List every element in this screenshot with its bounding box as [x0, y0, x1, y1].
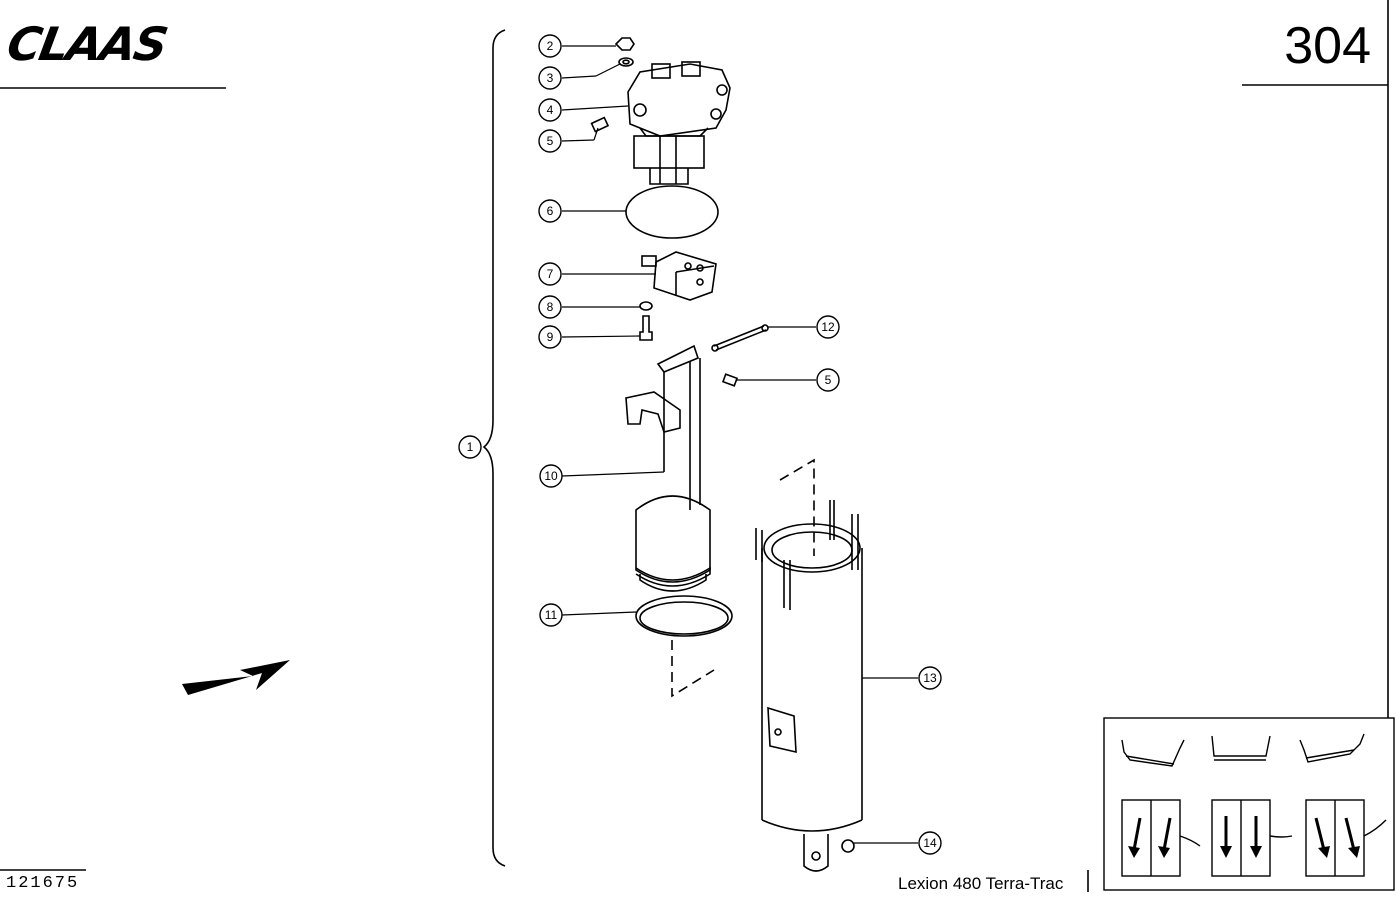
header-selection-box [1103, 717, 1395, 891]
o-ring-medium [635, 595, 733, 637]
bolt-icon [639, 315, 653, 341]
arrow-panel-icon-2 [1211, 799, 1293, 877]
callout-14: 14 [923, 836, 937, 850]
callout-5: 5 [547, 134, 554, 148]
header-shape-icon-1 [1121, 739, 1185, 767]
callout-8: 8 [547, 300, 554, 314]
callout-12: 12 [821, 320, 835, 334]
set-screw-icon [590, 116, 610, 133]
header-shape-icon-2 [1211, 735, 1271, 761]
drawing-id: 121675 [6, 874, 80, 893]
nut-icon [614, 37, 635, 51]
set-screw-icon-2 [721, 373, 739, 387]
arrow-panel-icon-1 [1121, 799, 1201, 877]
assembly-brace [482, 29, 506, 867]
centerline-lower [671, 640, 715, 698]
valve-block [641, 251, 717, 301]
filter-housing [755, 500, 863, 872]
callout-6: 6 [547, 204, 554, 218]
washer-small-icon [639, 301, 653, 311]
callout-3: 3 [547, 71, 554, 85]
callout-circles [458, 34, 942, 855]
header-shape-icon-3 [1299, 733, 1365, 763]
callout-2: 2 [547, 39, 554, 53]
o-ring-large [625, 185, 719, 239]
arrow-panel-icon-3 [1305, 799, 1387, 877]
leader-lines [561, 45, 918, 844]
callout-4: 4 [547, 103, 554, 117]
callout-9: 9 [547, 330, 554, 344]
model-name: Lexion 480 Terra-Trac [898, 874, 1064, 893]
washer-icon [618, 57, 634, 67]
o-ring-medium-inner [639, 601, 729, 635]
centerline-upper [779, 458, 815, 556]
callout-1: 1 [467, 440, 474, 454]
washer-inner-icon [622, 59, 630, 65]
callout-11: 11 [545, 608, 558, 622]
callout-10: 10 [544, 469, 558, 483]
direction-arrow-icon [182, 660, 290, 695]
callout-7: 7 [547, 267, 554, 281]
callout-5b: 5 [825, 373, 832, 387]
filter-element [625, 344, 711, 592]
pin [711, 324, 769, 352]
filter-head [627, 61, 731, 185]
callout-13: 13 [923, 671, 937, 685]
page-number: 304 [1284, 17, 1371, 75]
